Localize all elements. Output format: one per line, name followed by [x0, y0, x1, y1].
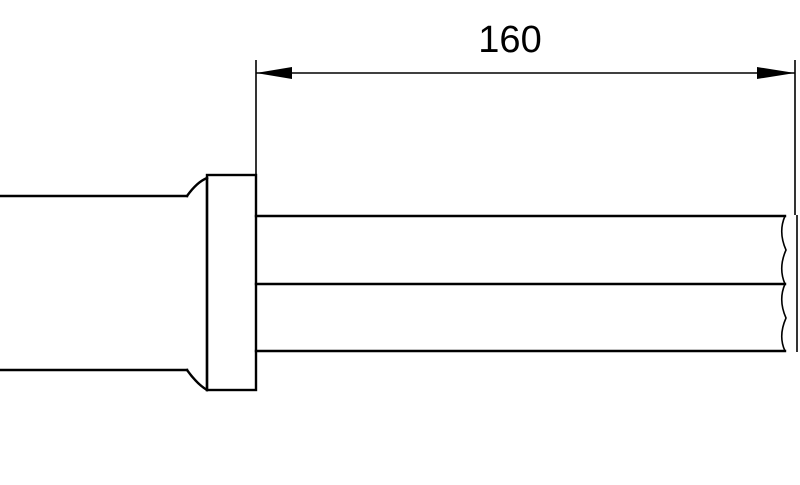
dimension-arrow-right: [757, 67, 795, 79]
shank-bottom-flare: [185, 368, 209, 392]
handle-shank: [0, 176, 209, 392]
shank-top-flare: [185, 176, 209, 198]
dimension-annotation: 160: [255, 19, 796, 215]
collar-flange: [205, 173, 258, 392]
blade-tip-profile: [780, 215, 787, 352]
dimension-arrow-left: [256, 67, 292, 79]
blade-body: [254, 214, 798, 353]
dimension-value: 160: [478, 19, 541, 61]
